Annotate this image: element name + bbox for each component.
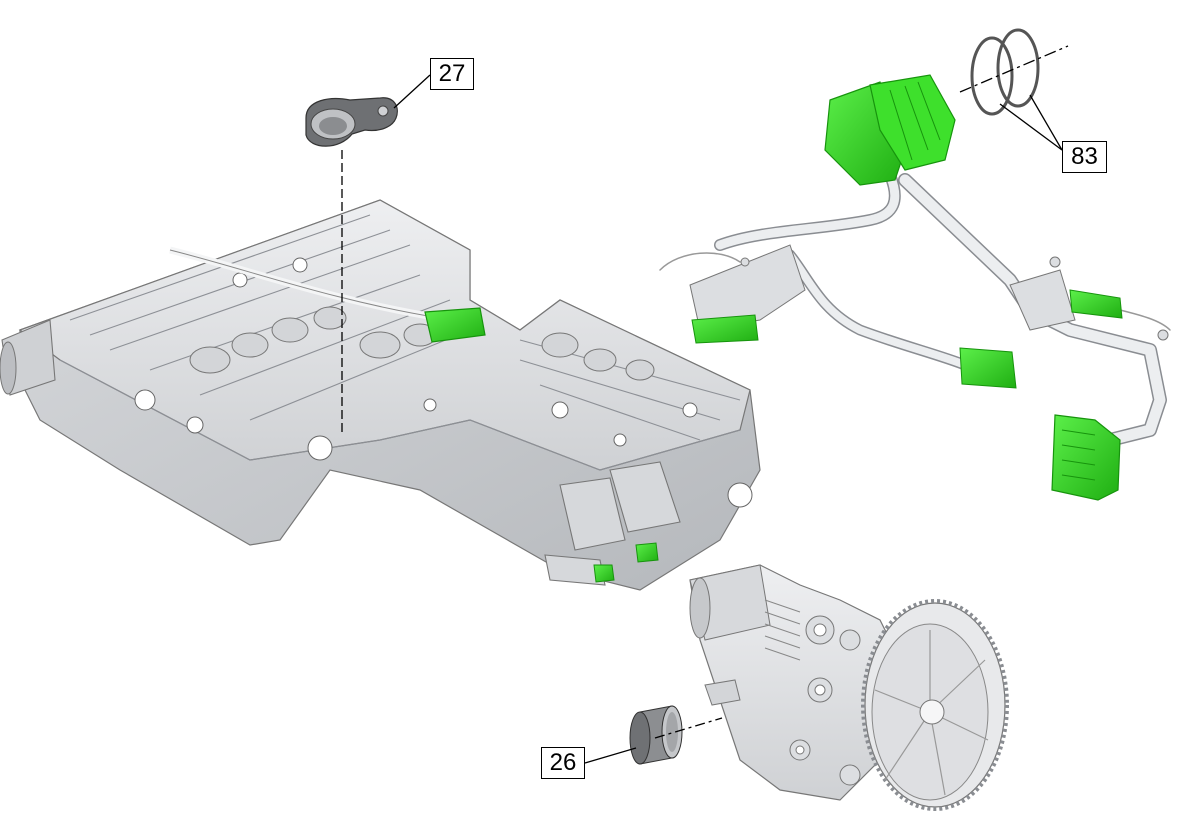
harness-connector-bottom [1051, 414, 1121, 501]
harness-connector-right [1069, 289, 1123, 319]
part-83-leader-line-1 [999, 103, 1063, 151]
solenoid-connector-1 [593, 564, 615, 583]
callout-27: 27 [430, 58, 474, 90]
solenoid-connector-2 [635, 542, 659, 563]
part-26-leader-line [584, 747, 637, 764]
callout-26: 26 [541, 747, 585, 779]
harness-connector-center [959, 347, 1017, 389]
callout-83: 83 [1062, 141, 1107, 173]
wiring-harness [659, 74, 1171, 501]
oil-pump-assembly [689, 564, 1009, 811]
part-83-axis-line [959, 45, 1069, 93]
part-26-sleeve [629, 705, 683, 765]
part-83-leader-line-2 [1029, 94, 1063, 151]
part-83-o-rings [970, 28, 1040, 116]
valve-body [0, 199, 761, 591]
part-27-leader-line [393, 74, 431, 109]
part-26-axis-line [654, 717, 723, 739]
harness-connector-left [691, 314, 759, 344]
part-27-seal [305, 97, 398, 147]
valve-body-connector [424, 307, 486, 343]
